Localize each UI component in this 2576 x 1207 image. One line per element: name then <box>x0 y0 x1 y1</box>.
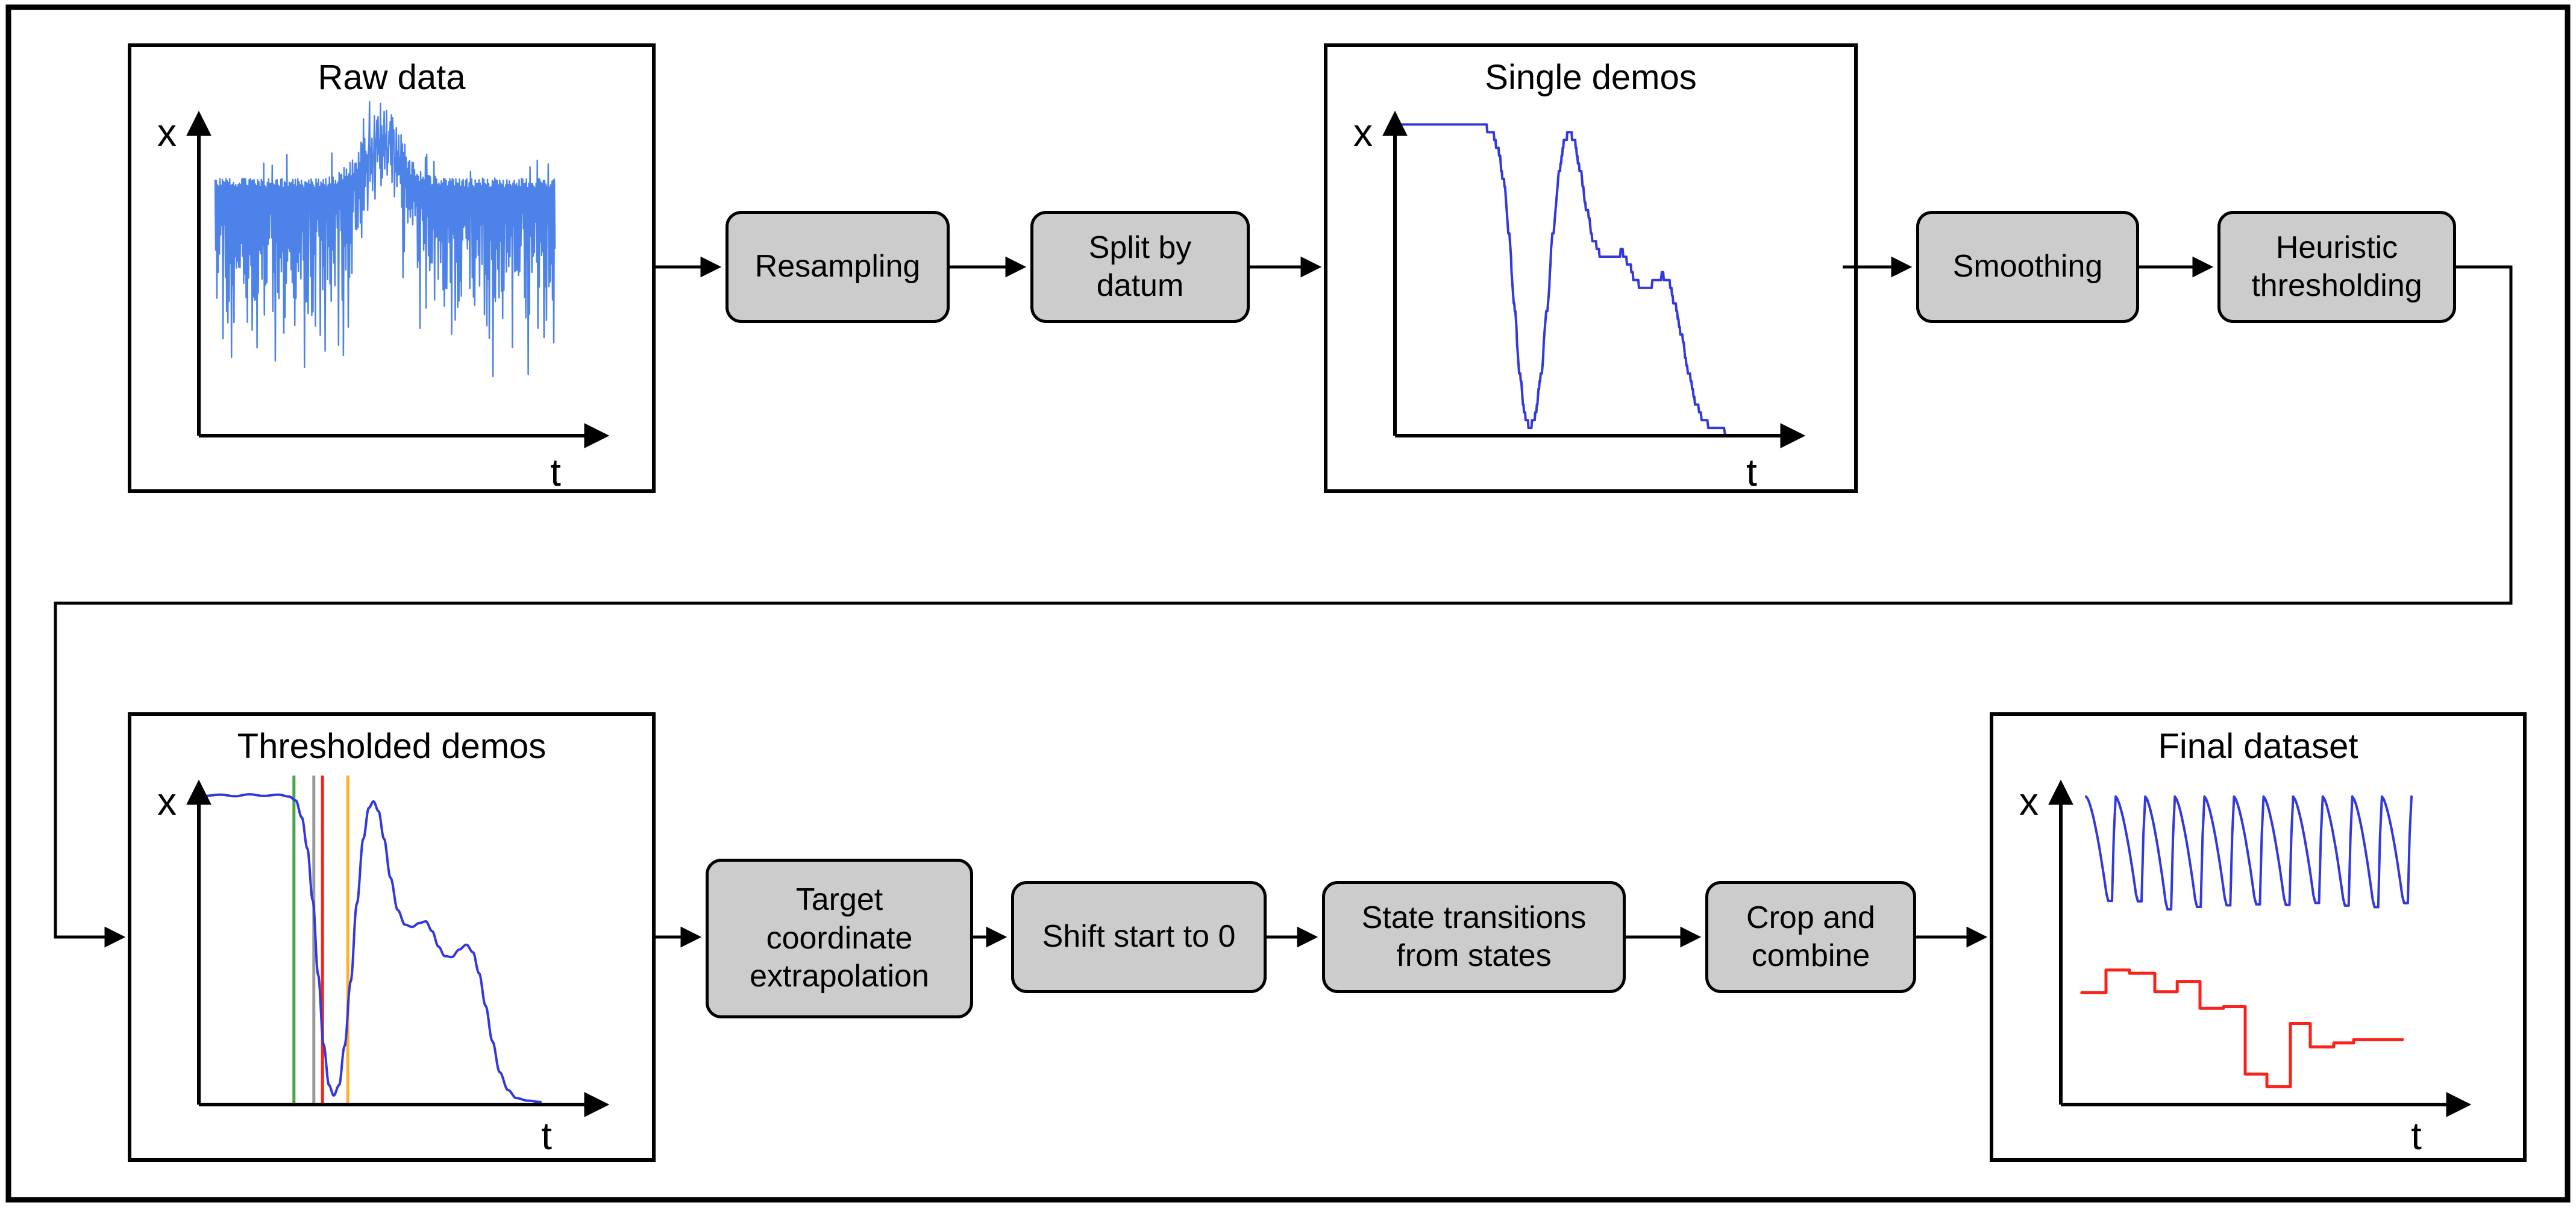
panel-single-demos-box <box>1324 43 1858 493</box>
outer-border <box>5 4 2571 1203</box>
single-demos-plot <box>1399 123 1738 437</box>
demo-trajectory-stepped <box>1399 123 1738 437</box>
final-dataset-plot <box>2080 795 2413 1088</box>
panel-title-single-demos: Single demos <box>1485 57 1697 97</box>
feedback-connector-heuristic-to-thresholded <box>54 265 2513 948</box>
x-axis-label: t <box>550 451 561 494</box>
step-smoothing: Smoothing <box>1916 211 2139 323</box>
panel-title-raw-data: Raw data <box>318 57 466 97</box>
raw-data-plot <box>214 101 556 378</box>
panel-title-thresholded-demos: Thresholded demos <box>237 726 547 766</box>
x-axis-label: t <box>541 1114 552 1158</box>
panel-final-dataset-box <box>1990 712 2527 1162</box>
y-axis-label: x <box>157 780 177 823</box>
thresholded-demos-plot <box>203 776 542 1105</box>
step-shift-start-to-0: Shift start to 0 <box>1011 881 1267 993</box>
panel-thresholded-demos-box <box>128 712 656 1162</box>
y-axis-label: x <box>157 111 177 154</box>
step-state-transitions-from-states: State transitions from states <box>1322 881 1626 993</box>
panel-title-final-dataset: Final dataset <box>2158 726 2358 766</box>
step-crop-and-combine: Crop and combine <box>1705 881 1916 993</box>
x-axis-label: t <box>1746 451 1757 494</box>
panel-raw-data-box <box>128 43 656 493</box>
raw-noisy-signal <box>214 101 556 378</box>
step-resampling: Resampling <box>725 211 950 323</box>
x-axis-label: t <box>2411 1114 2422 1158</box>
y-axis-label: x <box>1353 111 1373 154</box>
step-heuristic-thresholding: Heuristic thresholding <box>2217 211 2456 323</box>
y-axis-label: x <box>2019 780 2039 823</box>
step-split-by-datum: Split by datum <box>1030 211 1250 323</box>
step-signal <box>2080 968 2404 1088</box>
step-target-coordinate-extrapolation: Target coordinate extrapolation <box>706 859 973 1018</box>
demo-trajectory-smooth <box>203 793 542 1103</box>
oscillating-signal <box>2085 795 2413 911</box>
